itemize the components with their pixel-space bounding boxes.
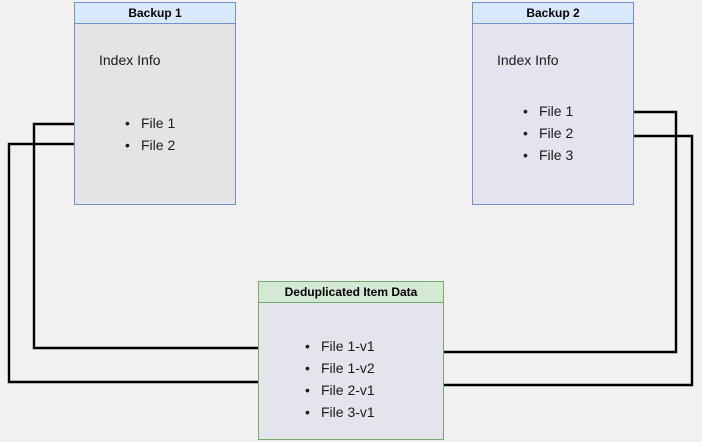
list-item[interactable]: File 1 — [125, 112, 175, 134]
list-item[interactable]: File 3 — [523, 144, 573, 166]
node-backup-1-body: Index Info File 1 File 2 — [74, 24, 236, 205]
list-item[interactable]: File 3-v1 — [305, 401, 375, 423]
node-backup-2[interactable]: Backup 2 Index Info File 1 File 2 File 3 — [472, 2, 634, 205]
backup-2-index-info-label: Index Info — [497, 52, 559, 68]
node-backup-1-title: Backup 1 — [74, 2, 236, 24]
node-backup-2-title: Backup 2 — [472, 2, 634, 24]
node-deduplicated-item-data[interactable]: Deduplicated Item Data File 1-v1 File 1-… — [258, 281, 444, 440]
backup-1-file-list: File 1 File 2 — [125, 112, 175, 156]
node-backup-1[interactable]: Backup 1 Index Info File 1 File 2 — [74, 2, 236, 205]
list-item[interactable]: File 1-v2 — [305, 357, 375, 379]
node-deduplicated-item-data-title: Deduplicated Item Data — [258, 281, 444, 303]
node-backup-2-body: Index Info File 1 File 2 File 3 — [472, 24, 634, 205]
dedup-file-list: File 1-v1 File 1-v2 File 2-v1 File 3-v1 — [305, 335, 375, 423]
list-item[interactable]: File 1 — [523, 100, 573, 122]
list-item[interactable]: File 2 — [523, 122, 573, 144]
backup-2-file-list: File 1 File 2 File 3 — [523, 100, 573, 166]
list-item[interactable]: File 1-v1 — [305, 335, 375, 357]
list-item[interactable]: File 2-v1 — [305, 379, 375, 401]
backup-1-index-info-label: Index Info — [99, 52, 161, 68]
list-item[interactable]: File 2 — [125, 134, 175, 156]
node-deduplicated-item-data-body: File 1-v1 File 1-v2 File 2-v1 File 3-v1 — [258, 303, 444, 440]
